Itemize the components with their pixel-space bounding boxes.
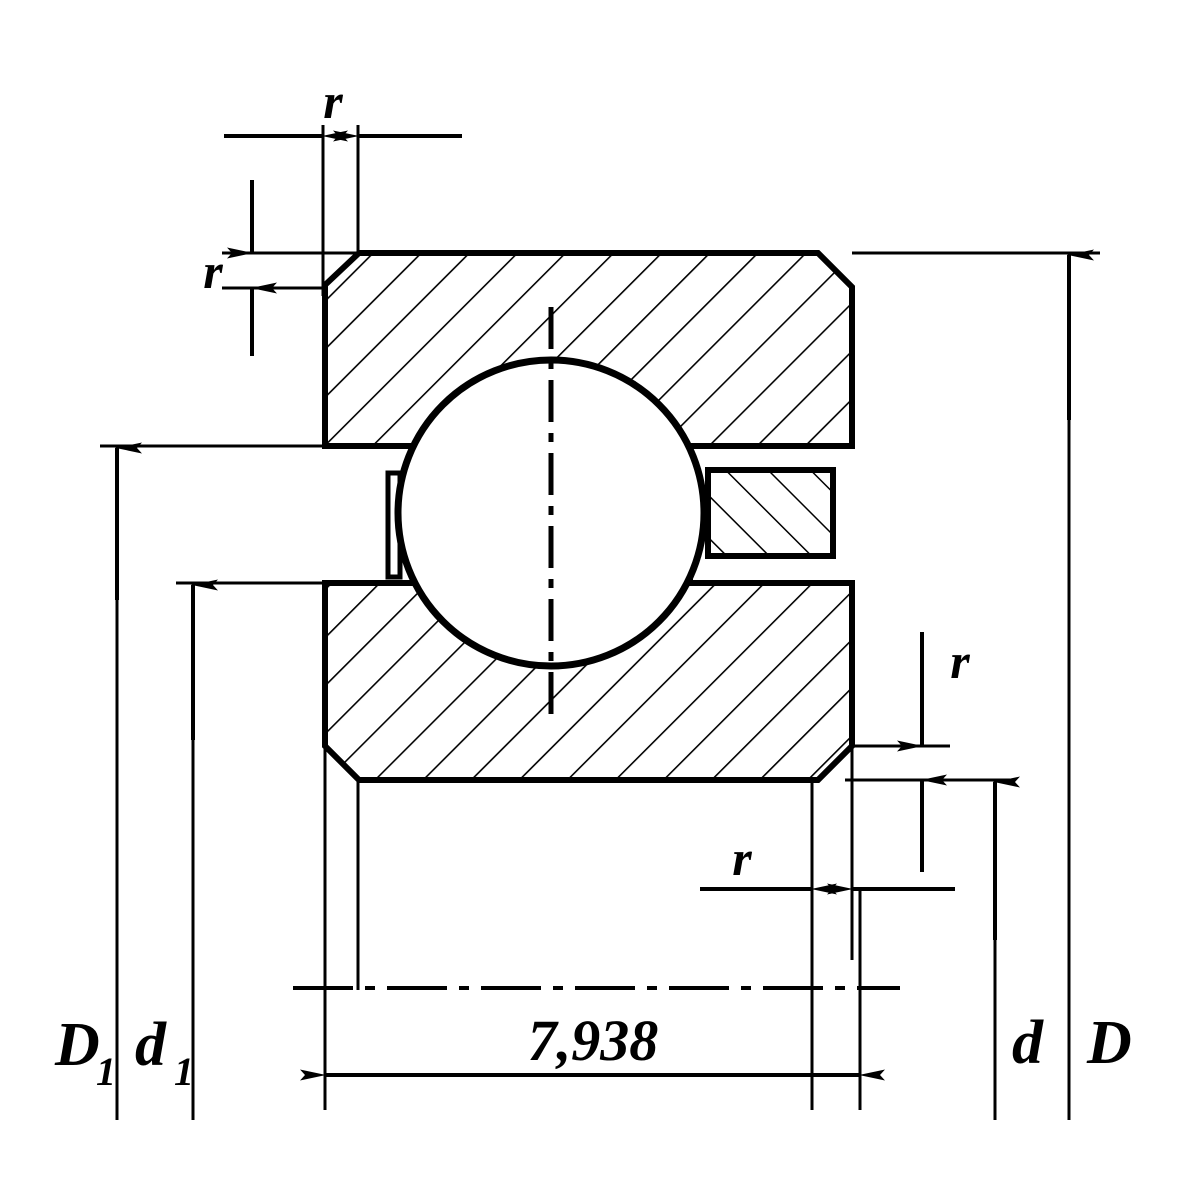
label-D1-letter: D bbox=[54, 1011, 100, 1079]
label-D: D bbox=[1086, 1009, 1132, 1077]
label-d1: d 1 bbox=[135, 1011, 194, 1094]
label-D1: D 1 bbox=[54, 1011, 116, 1094]
label-ball-diameter-value: 7,938 bbox=[528, 1008, 659, 1073]
label-r-bottom-horizontal: r bbox=[732, 830, 752, 886]
label-r-top-vertical: r bbox=[203, 243, 223, 299]
label-r-top-horizontal: r bbox=[323, 73, 343, 129]
label-d: d bbox=[1012, 1009, 1044, 1077]
label-r-bottom-vertical: r bbox=[950, 633, 970, 689]
label-D1-subscript: 1 bbox=[96, 1049, 116, 1094]
right-spacer-block-outline bbox=[705, 467, 836, 559]
label-d1-subscript: 1 bbox=[174, 1049, 194, 1094]
right-spacer-block-section bbox=[708, 470, 833, 556]
label-d1-letter: d bbox=[135, 1011, 167, 1079]
